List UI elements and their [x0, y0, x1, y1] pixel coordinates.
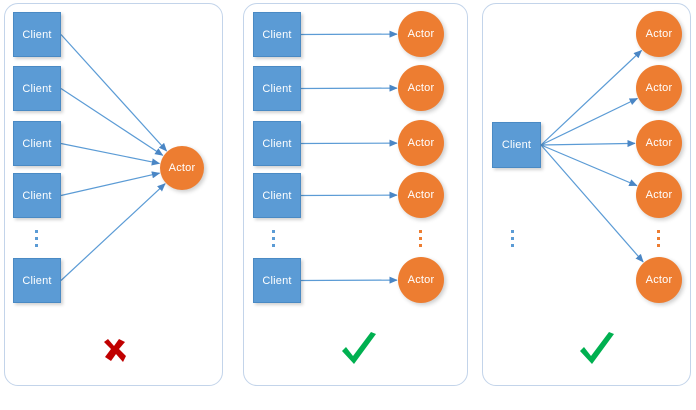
vertical-ellipsis-icon	[419, 230, 422, 247]
vertical-ellipsis-icon	[35, 230, 38, 247]
cross-mark-icon	[100, 337, 128, 367]
client-node: Client	[253, 173, 301, 218]
actor-node: Actor	[398, 11, 444, 57]
vertical-ellipsis-icon	[657, 230, 660, 247]
client-node: Client	[13, 66, 61, 111]
actor-node: Actor	[636, 65, 682, 111]
actor-node: Actor	[398, 257, 444, 303]
client-node: Client	[13, 121, 61, 166]
client-node: Client	[13, 12, 61, 57]
client-node: Client	[253, 66, 301, 111]
actor-node: Actor	[398, 65, 444, 111]
client-node: Client	[253, 12, 301, 57]
client-node: Client	[253, 121, 301, 166]
client-node: Client	[13, 258, 61, 303]
vertical-ellipsis-icon	[511, 230, 514, 247]
check-mark-icon	[578, 331, 616, 367]
client-node: Client	[492, 122, 541, 168]
actor-node: Actor	[636, 11, 682, 57]
actor-node: Actor	[398, 120, 444, 166]
actor-node: Actor	[160, 146, 204, 190]
actor-node: Actor	[636, 172, 682, 218]
actor-node: Actor	[636, 257, 682, 303]
client-node: Client	[13, 173, 61, 218]
vertical-ellipsis-icon	[272, 230, 275, 247]
client-node: Client	[253, 258, 301, 303]
actor-node: Actor	[398, 172, 444, 218]
actor-node: Actor	[636, 120, 682, 166]
check-mark-icon	[340, 331, 378, 367]
